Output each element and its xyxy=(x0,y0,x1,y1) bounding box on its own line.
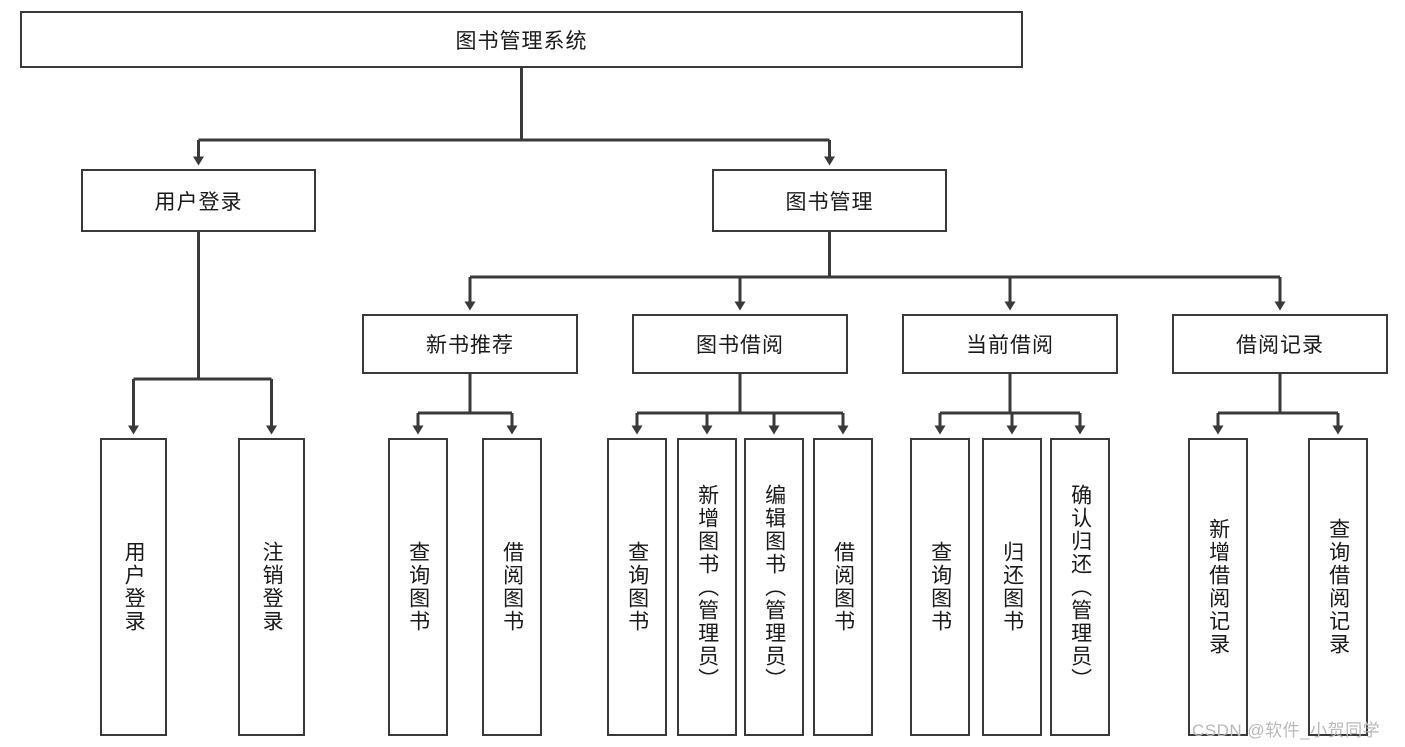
node-label: 借阅图书 xyxy=(831,541,855,633)
node-label: 查询借阅记录 xyxy=(1326,518,1350,656)
leaf-node-13[interactable]: 查询借阅记录 xyxy=(1308,438,1368,736)
leaf-node-4[interactable]: 借阅图书 xyxy=(482,438,542,736)
leaf-node-6[interactable]: 新增图书（管理员） xyxy=(677,438,737,736)
leaf-node-8[interactable]: 借阅图书 xyxy=(813,438,873,736)
node-label: 新增借阅记录 xyxy=(1206,518,1230,656)
level3-node-2[interactable]: 图书借阅 xyxy=(632,314,848,374)
node-label: 图书管理系统 xyxy=(455,29,588,53)
node-label: 借阅记录 xyxy=(1236,334,1324,357)
root-node-book-management-system[interactable]: 图书管理系统 xyxy=(20,11,1023,68)
node-label: 用户登录 xyxy=(154,190,243,214)
leaf-node-12[interactable]: 新增借阅记录 xyxy=(1188,438,1248,736)
node-label: 查询图书 xyxy=(928,541,952,633)
node-label: 确认归还（管理员） xyxy=(1068,483,1092,691)
node-label: 新书推荐 xyxy=(426,334,514,357)
node-label: 编辑图书（管理员） xyxy=(762,483,786,691)
leaf-node-11[interactable]: 确认归还（管理员） xyxy=(1050,438,1110,736)
level3-node-3[interactable]: 当前借阅 xyxy=(902,314,1118,374)
level2-node-1[interactable]: 用户登录 xyxy=(81,169,316,232)
leaf-node-9[interactable]: 查询图书 xyxy=(910,438,970,736)
node-label: 借阅图书 xyxy=(500,541,524,633)
node-label: 用户登录 xyxy=(122,541,146,633)
leaf-node-5[interactable]: 查询图书 xyxy=(607,438,667,736)
leaf-node-2[interactable]: 注销登录 xyxy=(238,438,305,736)
node-label: 查询图书 xyxy=(406,541,430,633)
node-label: 注销登录 xyxy=(260,541,284,633)
node-label: 归还图书 xyxy=(1000,541,1024,633)
node-label: 新增图书（管理员） xyxy=(695,483,719,691)
node-label: 查询图书 xyxy=(625,541,649,633)
leaf-node-1[interactable]: 用户登录 xyxy=(100,438,167,736)
csdn-watermark: CSDN @软件_小贺同学 xyxy=(1192,721,1381,740)
leaf-node-7[interactable]: 编辑图书（管理员） xyxy=(744,438,804,736)
leaf-node-10[interactable]: 归还图书 xyxy=(982,438,1042,736)
node-label: 当前借阅 xyxy=(966,334,1054,357)
node-label: 图书管理 xyxy=(785,190,874,214)
level3-node-4[interactable]: 借阅记录 xyxy=(1172,314,1388,374)
leaf-node-3[interactable]: 查询图书 xyxy=(388,438,448,736)
level3-node-1[interactable]: 新书推荐 xyxy=(362,314,578,374)
level2-node-2[interactable]: 图书管理 xyxy=(712,169,947,232)
node-label: 图书借阅 xyxy=(696,334,784,357)
